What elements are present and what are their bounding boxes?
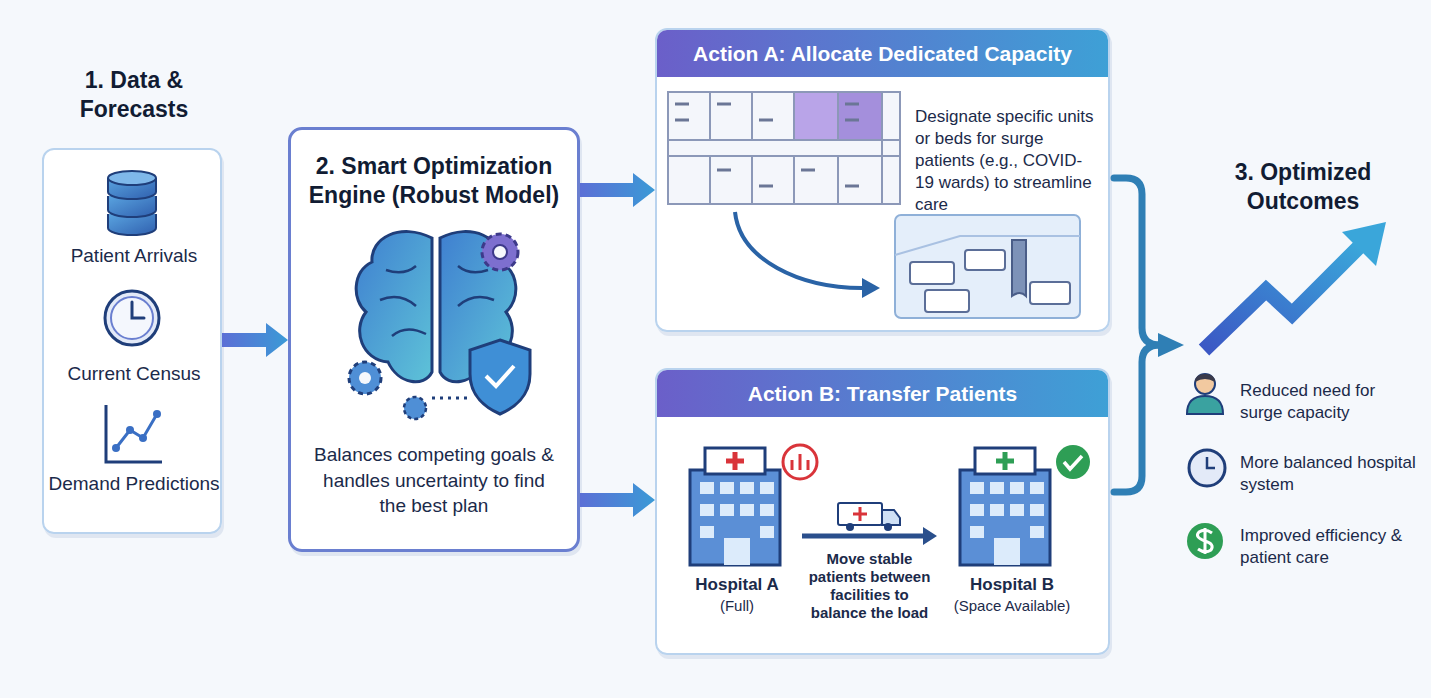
action-panel: Action A: Allocate Dedicated CapacityDes…: [655, 28, 1110, 332]
node-heading: 1. Data & Forecasts: [32, 66, 236, 124]
outcome-text: Improved efficiency & patient care: [1240, 525, 1418, 569]
person-icon: [1187, 374, 1223, 414]
ambulance-icon: [838, 503, 900, 531]
node-text: Designate specific units or beds for sur…: [915, 106, 1101, 216]
clock-icon: [1189, 450, 1225, 486]
growth-arrowhead: [1342, 222, 1386, 266]
section-title: 3. Optimized Outcomes: [1196, 158, 1410, 216]
panel-fill: [288, 127, 580, 552]
bracket-arrowhead: [1158, 333, 1184, 357]
node-heading: Action A: Allocate Dedicated Capacity: [657, 30, 1108, 77]
node-text: Hospital A: [672, 574, 802, 596]
dollar-icon: [1187, 523, 1223, 559]
node-text: Current Census: [48, 362, 220, 387]
input-panel: 1. Data & ForecastsPatient ArrivalsCurre…: [42, 148, 222, 534]
hospital-node: Hospital B(Space Available): [937, 442, 1087, 624]
hospital-a-building: [690, 445, 817, 565]
hospital-node: Hospital A(Full): [672, 442, 802, 624]
engine-panel: 2. Smart Optimization Engine (Robust Mod…: [288, 127, 580, 552]
database-icon: [108, 171, 156, 235]
flow-arrow: [580, 173, 655, 207]
node-text: (Space Available): [937, 596, 1087, 616]
ward-beds-illustration: [895, 215, 1080, 318]
flow-arrow: [580, 483, 655, 517]
node-text: Balances competing goals & handles uncer…: [309, 442, 559, 519]
brain-illustration: [349, 232, 530, 419]
growth-arrow: [1204, 246, 1360, 350]
panel-fill: [655, 28, 1110, 332]
panel-fill: [655, 368, 1110, 655]
node-text: Hospital B: [937, 574, 1087, 596]
outcome-text: More balanced hospital system: [1240, 452, 1418, 496]
hospital-b-building: [960, 445, 1090, 565]
edge-label: Move stable patients between facilities …: [804, 550, 935, 622]
panel-fill: [42, 148, 222, 534]
merge-bracket: [1114, 178, 1160, 492]
clock-icon: [105, 291, 159, 345]
transfer-arrow: [802, 527, 937, 545]
node-heading: 2. Smart Optimization Engine (Robust Mod…: [295, 152, 573, 210]
flow-arrow: [222, 323, 288, 357]
node-heading: Action B: Transfer Patients: [657, 370, 1108, 417]
node-text: Demand Predictions: [48, 472, 220, 496]
chart-icon: [106, 405, 162, 462]
outcome-text: Reduced need for surge capacity: [1240, 380, 1418, 424]
node-text: (Full): [672, 596, 802, 616]
node-text: Patient Arrivals: [48, 244, 220, 269]
floor-plan-illustration: [668, 92, 900, 298]
